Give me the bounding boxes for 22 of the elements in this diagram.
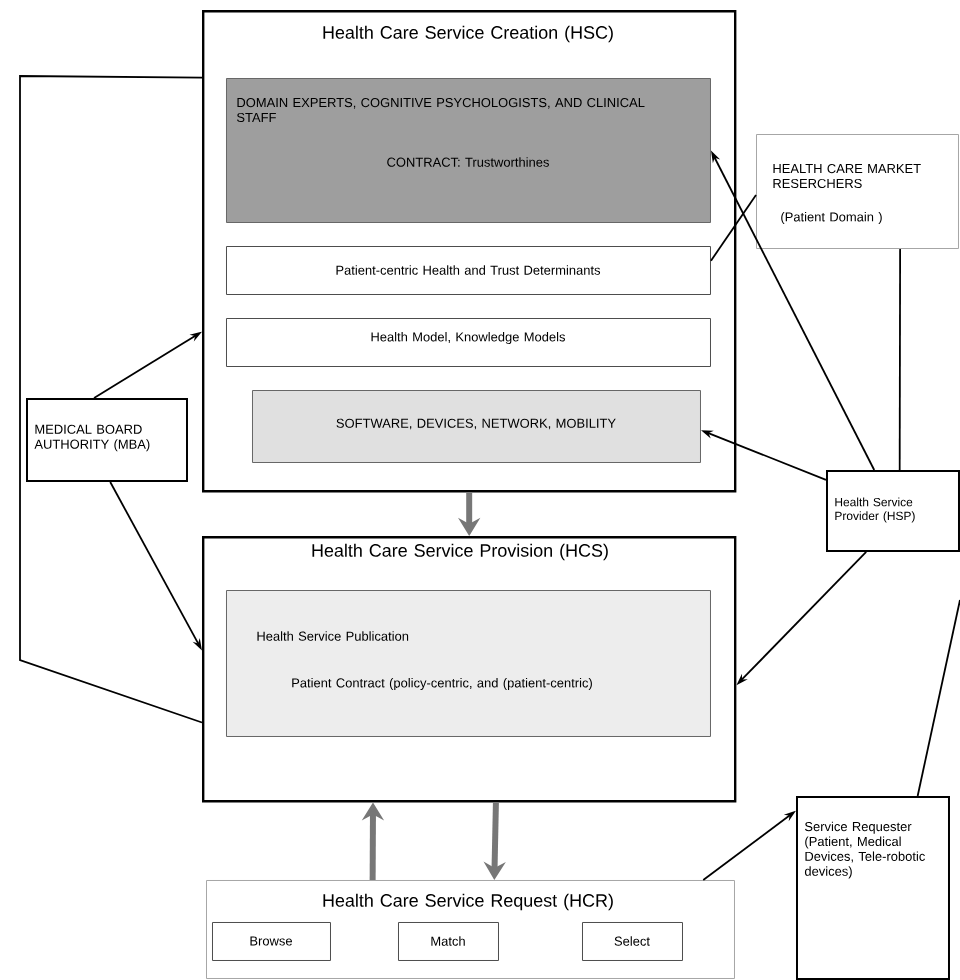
button-box xyxy=(212,922,331,961)
layer-box xyxy=(226,318,711,367)
box xyxy=(796,796,950,980)
label-text: Health Care Service Request (HCR) xyxy=(323,893,613,911)
connector-line xyxy=(916,599,960,797)
connector-line xyxy=(19,75,203,724)
section-box xyxy=(202,10,737,493)
hatched-box xyxy=(226,590,711,737)
button-box xyxy=(582,922,683,961)
connector-line xyxy=(898,248,901,471)
label-text: Health Care Service Creation (HSC) xyxy=(323,25,613,43)
dotted-box xyxy=(252,390,701,463)
hatched-box xyxy=(226,78,711,223)
section-box xyxy=(206,880,735,979)
connector-line xyxy=(710,194,757,262)
button-box xyxy=(398,922,499,961)
layer-box xyxy=(226,246,711,295)
box xyxy=(756,134,959,249)
box xyxy=(26,398,188,482)
box xyxy=(826,470,960,552)
section-box xyxy=(202,536,737,803)
label-text: Health Care Service Provision (HCS) xyxy=(312,543,608,561)
